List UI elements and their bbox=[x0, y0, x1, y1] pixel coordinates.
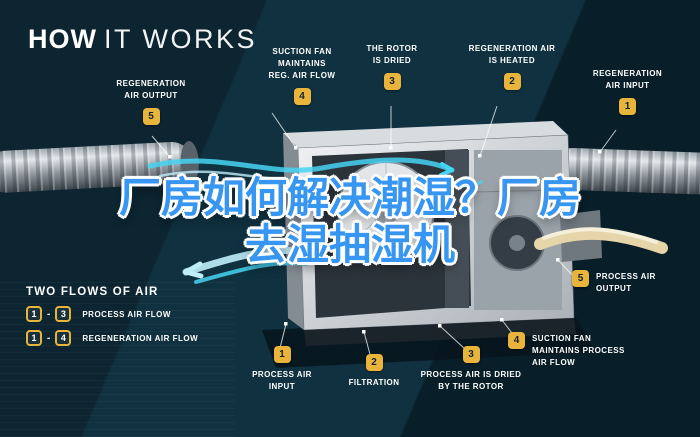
label-line: REGENERATION bbox=[592, 69, 663, 78]
legend-label: PROCESS AIR FLOW bbox=[82, 309, 171, 319]
label-line: FILTRATION bbox=[348, 378, 400, 387]
legend-badge-start: 1 bbox=[26, 330, 42, 346]
right-duct bbox=[552, 148, 700, 195]
label-line: SUCTION FAN bbox=[272, 47, 332, 56]
process-output-swoosh bbox=[534, 227, 668, 254]
label-line: AIR FLOW bbox=[532, 358, 576, 367]
label-line: IS HEATED bbox=[488, 56, 536, 65]
legend-badge-end: 4 bbox=[55, 330, 72, 346]
title-bold: HOW bbox=[28, 24, 97, 54]
legend-title: TWO FLOWS OF AIR bbox=[26, 286, 159, 298]
label-line: BY THE ROTOR bbox=[438, 382, 504, 391]
leader-lines bbox=[151, 105, 617, 359]
step-badge-5: 5 bbox=[572, 270, 589, 287]
callout-label: SUCTION FAN MAINTAINS PROCESS AIR FLOW bbox=[532, 332, 625, 369]
legend-row-process: 1 - 3 PROCESS AIR FLOW bbox=[26, 306, 198, 322]
overlay-headline: 厂房如何解决潮湿？厂房 去湿抽湿机 bbox=[0, 174, 700, 268]
callout-label: REGENERATION AIR IS HEATED bbox=[462, 43, 562, 67]
label-line: AIR OUTPUT bbox=[124, 91, 178, 100]
step-badge-5: 5 bbox=[142, 108, 160, 125]
callout-label: REGENERATION AIR OUTPUT bbox=[103, 78, 199, 102]
callout-suction-fan-process: 4 SUCTION FAN MAINTAINS PROCESS AIR FLOW bbox=[508, 332, 625, 369]
label-line: REG. AIR FLOW bbox=[268, 71, 336, 80]
callout-rotor-dried: THE ROTOR IS DRIED 3 bbox=[352, 43, 432, 90]
label-line: REGENERATION AIR bbox=[468, 44, 556, 53]
label-line: PROCESS AIR IS DRIED bbox=[420, 370, 522, 379]
label-line: OUTPUT bbox=[596, 284, 632, 293]
step-badge-1: 1 bbox=[273, 346, 291, 363]
callout-label: PROCESS AIR OUTPUT bbox=[596, 270, 656, 295]
step-badge-4: 4 bbox=[508, 332, 525, 349]
title-light: IT WORKS bbox=[103, 24, 257, 54]
label-line: SUCTION FAN bbox=[532, 334, 592, 343]
overlay-headline-line2: 去湿抽湿机 bbox=[244, 221, 455, 269]
legend-badge-end: 3 bbox=[55, 306, 72, 322]
label-line: PROCESS AIR bbox=[252, 370, 312, 379]
label-line: MAINTAINS PROCESS bbox=[532, 346, 625, 355]
callout-label: FILTRATION bbox=[330, 377, 418, 389]
legend-dash: - bbox=[47, 308, 51, 320]
callout-process-air-input: 1 PROCESS AIR INPUT bbox=[238, 344, 326, 393]
label-line: REGENERATION bbox=[116, 79, 186, 88]
label-line: IS DRIED bbox=[372, 56, 412, 65]
label-line: MAINTAINS bbox=[278, 59, 326, 68]
callout-process-air-dried: 3 PROCESS AIR IS DRIED BY THE ROTOR bbox=[412, 344, 530, 393]
callout-filtration: 2 FILTRATION bbox=[330, 352, 418, 389]
machine-body bbox=[283, 121, 602, 346]
legend-badge-start: 1 bbox=[26, 306, 42, 322]
label-line: INPUT bbox=[268, 382, 296, 391]
callout-regeneration-air-output: REGENERATION AIR OUTPUT 5 bbox=[103, 78, 199, 125]
label-line: AIR INPUT bbox=[605, 81, 650, 90]
step-badge-3: 3 bbox=[383, 73, 401, 90]
callout-label: THE ROTOR IS DRIED bbox=[352, 43, 432, 67]
callout-regen-air-input: REGENERATION AIR INPUT 1 bbox=[580, 68, 675, 115]
airflow-arrows bbox=[147, 157, 483, 284]
step-badge-1: 1 bbox=[619, 98, 636, 115]
step-badge-2: 2 bbox=[365, 354, 383, 371]
callout-regen-air-heated: REGENERATION AIR IS HEATED 2 bbox=[462, 43, 562, 90]
callout-process-air-output: 5 PROCESS AIR OUTPUT bbox=[572, 270, 656, 295]
left-duct bbox=[0, 141, 199, 193]
legend-two-flows: TWO FLOWS OF AIR 1 - 3 PROCESS AIR FLOW … bbox=[26, 286, 198, 346]
callout-label: REGENERATION AIR INPUT bbox=[580, 68, 675, 92]
label-line: THE ROTOR bbox=[366, 44, 418, 53]
label-line: PROCESS AIR bbox=[596, 272, 656, 281]
overlay-headline-line1: 厂房如何解决潮湿？厂房 bbox=[118, 174, 581, 221]
step-badge-4: 4 bbox=[293, 88, 311, 105]
callout-label: PROCESS AIR INPUT bbox=[238, 369, 326, 393]
callout-suction-fan-reg: SUCTION FAN MAINTAINS REG. AIR FLOW 4 bbox=[252, 46, 352, 105]
legend-dash: - bbox=[47, 332, 51, 344]
legend-label: REGENERATION AIR FLOW bbox=[82, 333, 199, 343]
step-badge-3: 3 bbox=[462, 346, 480, 363]
step-badge-2: 2 bbox=[503, 73, 521, 90]
callout-label: PROCESS AIR IS DRIED BY THE ROTOR bbox=[412, 369, 530, 393]
legend-row-regeneration: 1 - 4 REGENERATION AIR FLOW bbox=[26, 330, 198, 346]
callout-label: SUCTION FAN MAINTAINS REG. AIR FLOW bbox=[252, 46, 352, 82]
